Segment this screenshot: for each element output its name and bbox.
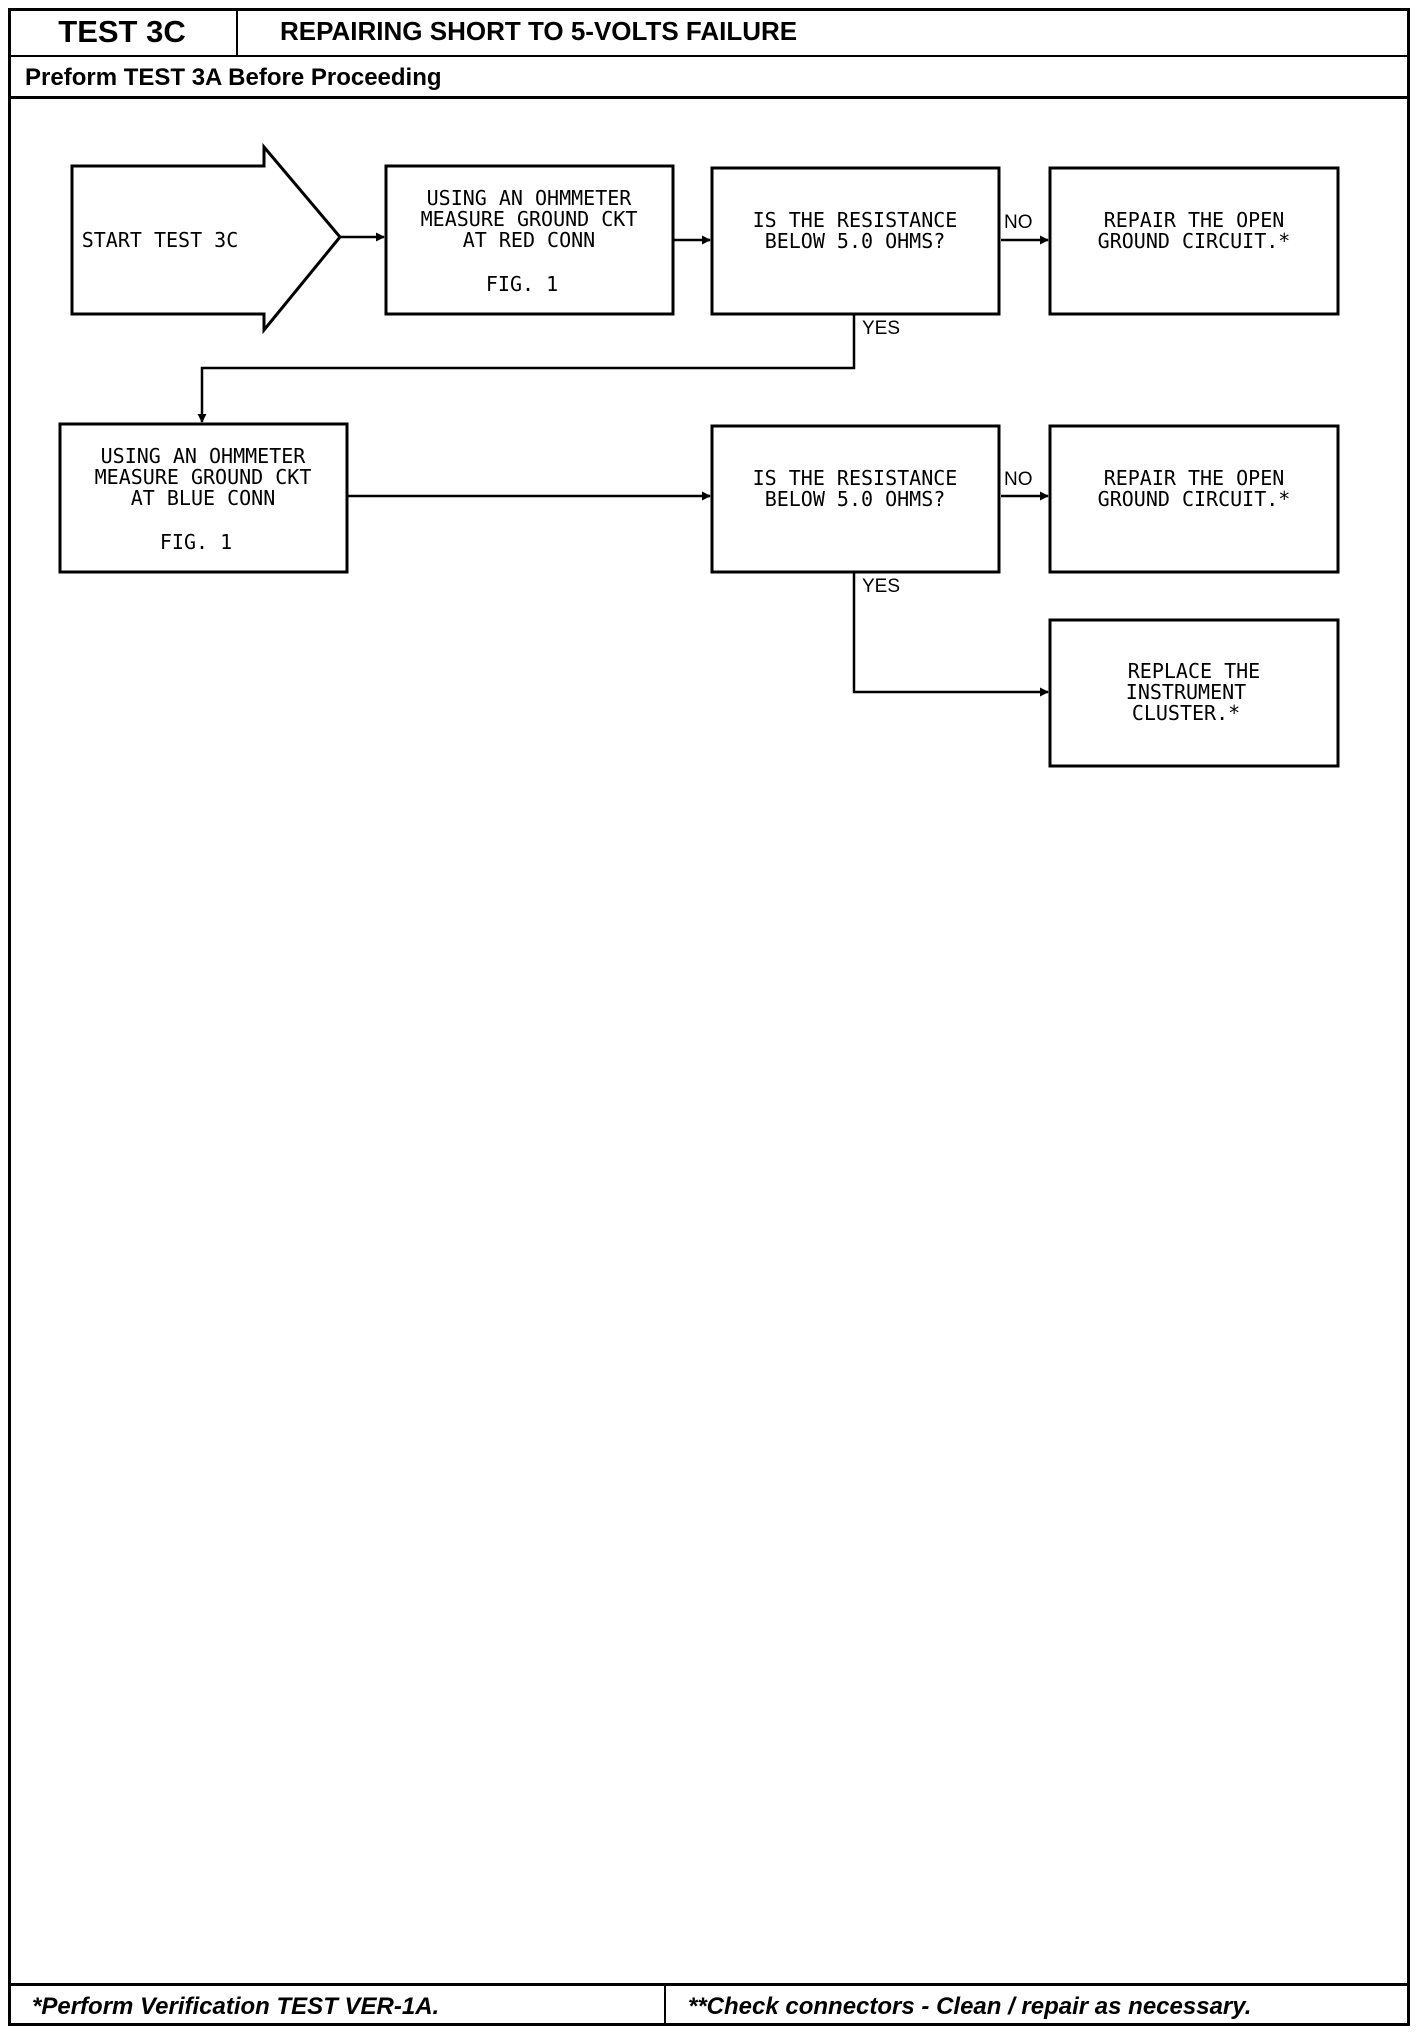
result1-no-box: REPAIR THE OPEN GROUND CIRCUIT.* xyxy=(1048,166,1340,316)
label-no-1: NO xyxy=(1004,212,1033,233)
footer-verification-note: *Perform Verification TEST VER-1A. xyxy=(8,1986,666,2026)
question1-line-2: BELOW 5.0 OHMS? xyxy=(765,229,946,253)
prerequisite-note: Preform TEST 3A Before Proceeding xyxy=(25,64,442,91)
question2-line-2: BELOW 5.0 OHMS? xyxy=(765,487,946,511)
question1-line-1: IS THE RESISTANCE xyxy=(753,208,958,232)
prerequisite-row: Preform TEST 3A Before Proceeding xyxy=(8,57,1410,99)
result1-no-line-2: GROUND CIRCUIT.* xyxy=(1098,229,1291,253)
result2-yes-line-3: CLUSTER.* xyxy=(1132,701,1240,725)
connectors xyxy=(197,232,1049,697)
footer-connectors-note: **Check connectors - Clean / repair as n… xyxy=(688,1993,1252,2020)
start-node: START TEST 3C xyxy=(70,142,342,335)
result2-no-line-1: REPAIR THE OPEN xyxy=(1104,466,1285,490)
result1-no-line-1: REPAIR THE OPEN xyxy=(1104,208,1285,232)
page-frame xyxy=(8,8,1410,2026)
step2-line-3: AT BLUE CONN xyxy=(131,486,276,510)
question2-box: IS THE RESISTANCE BELOW 5.0 OHMS? xyxy=(710,424,1001,574)
step2-box: USING AN OHMMETER MEASURE GROUND CKT AT … xyxy=(58,422,349,574)
start-label: START TEST 3C xyxy=(82,228,239,252)
result2-yes-line-1: REPLACE THE xyxy=(1128,659,1260,683)
step1-fig: FIG. 1 xyxy=(486,272,558,296)
step2-line-2: MEASURE GROUND CKT xyxy=(95,465,312,489)
label-yes-1: YES xyxy=(862,318,900,339)
result2-no-line-2: GROUND CIRCUIT.* xyxy=(1098,487,1291,511)
flowchart: START TEST 3C USING AN OHMMETER MEASURE … xyxy=(58,142,1340,768)
step2-fig: FIG. 1 xyxy=(160,530,232,554)
label-yes-2: YES xyxy=(862,576,900,597)
page-title: REPAIRING SHORT TO 5-VOLTS FAILURE xyxy=(280,16,798,46)
question2-line-1: IS THE RESISTANCE xyxy=(753,466,958,490)
result2-yes-box: REPLACE THE INSTRUMENT CLUSTER.* xyxy=(1048,618,1340,768)
result2-no-box: REPAIR THE OPEN GROUND CIRCUIT.* xyxy=(1048,424,1340,574)
result2-yes-line-2: INSTRUMENT xyxy=(1126,680,1246,704)
header-row: TEST 3C REPAIRING SHORT TO 5-VOLTS FAILU… xyxy=(8,8,1410,57)
step1-line-1: USING AN OHMMETER xyxy=(427,186,633,210)
step1-line-3: AT RED CONN xyxy=(463,228,595,252)
question1-box: IS THE RESISTANCE BELOW 5.0 OHMS? xyxy=(710,166,1001,316)
footer-row: *Perform Verification TEST VER-1A. **Che… xyxy=(8,1983,1410,2026)
arrow-question2-yes-to-result2-yes xyxy=(852,572,1049,697)
arrow-question1-yes-to-step2 xyxy=(197,314,856,423)
step1-box: USING AN OHMMETER MEASURE GROUND CKT AT … xyxy=(384,164,675,316)
test-id: TEST 3C xyxy=(8,8,238,55)
step2-line-1: USING AN OHMMETER xyxy=(101,444,307,468)
step1-line-2: MEASURE GROUND CKT xyxy=(421,207,638,231)
label-no-2: NO xyxy=(1004,469,1033,490)
